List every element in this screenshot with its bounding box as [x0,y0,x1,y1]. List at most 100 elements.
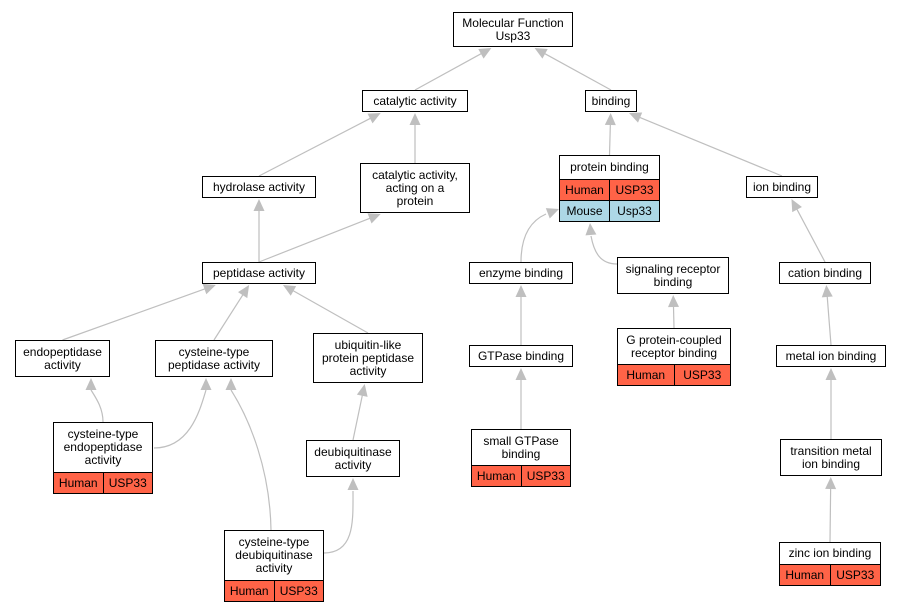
edge-cys_endo-to-cys_peptidase [153,389,207,449]
arrowhead [85,378,97,390]
gene-symbol: USP33 [673,365,731,385]
edge-metal_ion-to-cation [826,295,832,346]
edge-endopeptidase-to-peptidase [62,288,206,341]
edge-cys_peptidase-to-peptidase [213,293,244,341]
go-term-peptidase[interactable]: peptidase activity [202,262,316,284]
go-term-metal-ion[interactable]: metal ion binding [776,345,886,367]
arrowhead [545,208,559,219]
species-name: Human [565,183,604,197]
gene-symbol: USP33 [102,473,153,493]
go-term-label: Molecular Function Usp33 [462,15,564,43]
edge-protein_binding-to-binding [608,123,611,156]
edge-cys_deubiq-to-deubiq [323,490,354,554]
arrowhead [825,368,837,380]
species-name: Human [229,584,269,598]
gene-symbol: USP33 [609,180,659,200]
go-term-deubiq[interactable]: deubiquitinase activity [306,440,400,477]
go-term-endopeptidase[interactable]: endopeptidase activity [15,340,110,377]
gene-symbol: USP33 [273,581,324,601]
edge-deubiq-to-ubl_peptidase [352,394,364,441]
edge-gpcr-to-signaling [672,305,675,329]
arrowhead [515,368,527,380]
species-annotation-row: Human USP33 [225,580,323,601]
arrowhead [825,477,837,490]
arrowhead [367,213,381,224]
go-term-label: binding [591,93,631,108]
edge-peptidase-to-cat_protein [258,217,371,263]
species-name: Human [626,368,666,382]
species-annotation-row: Human USP33 [780,564,880,585]
arrowhead [604,113,616,126]
go-term-label: catalytic activity [373,93,457,108]
go-term-cys-peptidase[interactable]: cysteine-type peptidase activity [155,340,273,377]
go-term-enzyme-binding[interactable]: enzyme binding [469,262,573,284]
go-term-signaling[interactable]: signaling receptor binding [617,257,729,294]
gene-symbol: Usp33 [609,201,659,221]
arrowhead [200,378,212,390]
go-term-label: ubiquitin-like protein peptidase activit… [321,337,415,378]
go-term-label: transition metal ion binding [790,443,872,471]
arrowhead [238,285,250,299]
arrowhead [791,199,802,213]
edge-cys_endo-to-endopeptidase [90,389,104,423]
go-term-label: G protein-coupled receptor binding [626,332,722,360]
edge-binding-to-mf [543,52,612,91]
arrowhead [409,113,421,125]
gene-symbol: USP33 [829,565,881,585]
arrowhead [668,295,680,308]
edge-hydrolase-to-catalytic [258,117,372,177]
go-term-cat-protein[interactable]: catalytic activity, acting on a protein [360,163,470,213]
go-term-label: catalytic activity, acting on a protein [372,167,458,208]
go-term-binding[interactable]: binding [585,90,637,112]
go-term-mf[interactable]: Molecular Function Usp33 [453,12,573,47]
go-term-cation[interactable]: cation binding [779,262,871,284]
go-term-label: endopeptidase activity [23,344,102,372]
go-term-label: metal ion binding [785,348,877,363]
go-term-label: cation binding [787,265,863,280]
species-annotation-row: Human USP33 [560,179,659,200]
go-term-label: cysteine-type peptidase activity [167,344,261,372]
arrowhead [534,48,548,59]
arrowhead [367,113,381,124]
go-term-label: peptidase activity [212,265,306,280]
species-annotation-row: Human USP33 [472,465,570,486]
go-term-catalytic[interactable]: catalytic activity [362,90,468,112]
arrowhead [515,285,527,297]
go-term-ion-binding[interactable]: ion binding [746,176,818,198]
go-term-label: signaling receptor binding [625,261,721,289]
go-term-hydrolase[interactable]: hydrolase activity [202,176,316,198]
edge-signaling-to-protein_binding [590,235,618,265]
gene-symbol: USP33 [520,466,571,486]
edge-cation-to-ion_binding [796,208,826,263]
arrowhead [478,48,492,59]
go-term-label: zinc ion binding [788,546,872,560]
go-term-label: cysteine-type deubiquitinase activity [235,535,313,575]
species-annotation-row: Human USP33 [618,364,730,385]
edge-zinc-to-transition_metal [829,487,832,543]
species-name: Human [785,568,825,582]
species-name: Human [476,469,516,483]
edge-catalytic-to-mf [414,52,483,91]
edge-enzyme_binding-to-protein_binding [520,213,547,263]
arrowhead [282,285,297,296]
go-term-gtpase[interactable]: GTPase binding [469,345,573,367]
go-term-label: enzyme binding [478,265,564,280]
arrowhead [253,199,265,211]
arrowhead [629,112,643,123]
go-term-transition-metal[interactable]: transition metal ion binding [780,439,882,476]
edge-ubl_peptidase-to-peptidase [292,289,369,334]
edge-cys_deubiq-to-cys_peptidase [230,389,272,531]
species-name: Human [58,476,98,490]
go-term-ubl-peptidase[interactable]: ubiquitin-like protein peptidase activit… [313,333,423,383]
go-term-label: hydrolase activity [212,179,306,194]
arrowhead [356,384,368,397]
arrowhead [225,378,237,390]
go-term-label: protein binding [570,160,649,174]
